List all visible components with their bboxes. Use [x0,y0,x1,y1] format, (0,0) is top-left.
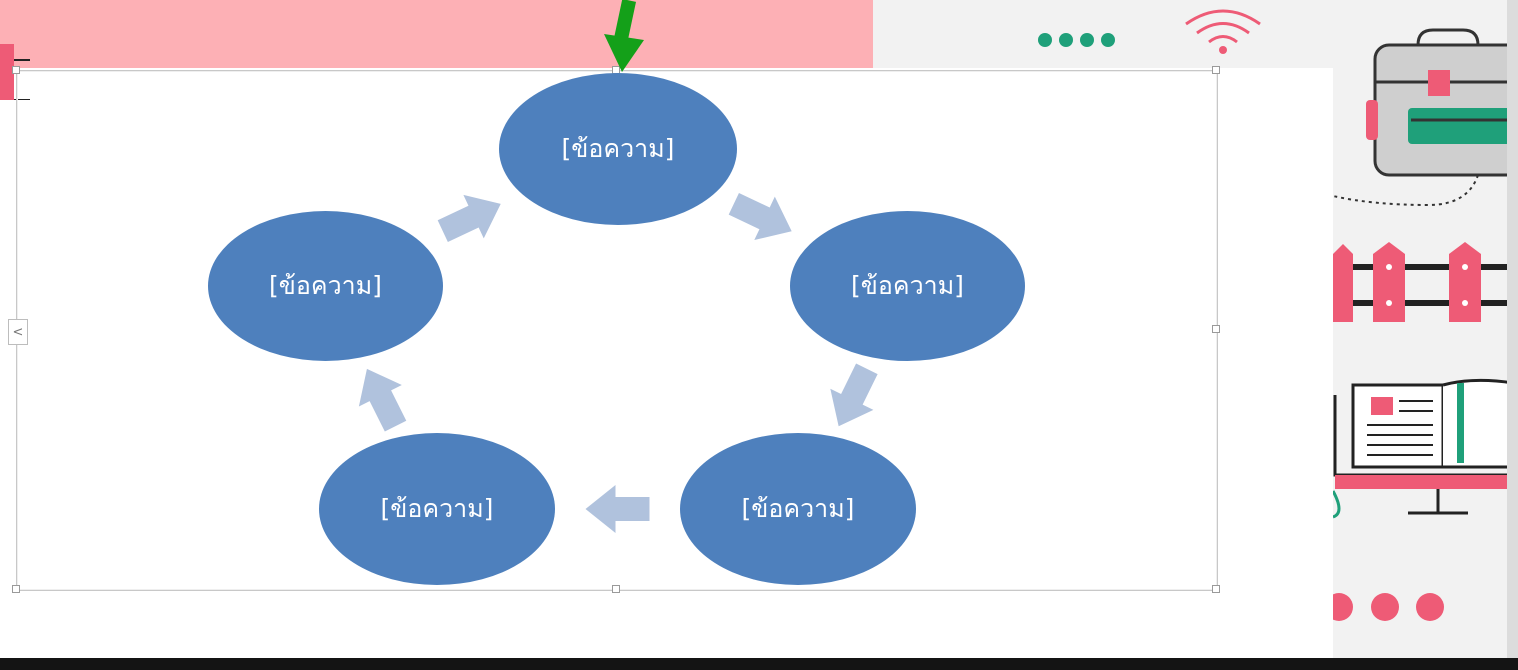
resize-handle-bottom[interactable] [612,585,620,593]
cycle-node-4-label: [ข้อความ] [380,494,494,523]
resize-handle-right[interactable] [1212,325,1220,333]
cycle-node-5-label: [ข้อความ] [269,271,382,300]
wifi-icon [1185,9,1261,54]
resize-handle-top-left[interactable] [12,66,20,74]
pointer-arrow-icon [604,0,644,72]
resize-handle-top-right[interactable] [1212,66,1220,74]
cycle-node-3-label: [ข้อความ] [741,494,855,523]
decoration-panel [1333,0,1518,660]
fence-icon [1333,242,1513,322]
chevron-left-icon: < [12,324,24,340]
header-banner [0,0,873,68]
cycle-node-1-label: [ข้อความ] [561,134,675,163]
cycle-arrow-5 [437,194,501,242]
cycle-node-3[interactable]: [ข้อความ] [680,433,916,585]
cycle-node-4[interactable]: [ข้อความ] [319,433,555,585]
open-book-icon [1333,378,1515,519]
fence-icon [0,44,30,100]
cycle-node-2[interactable]: [ข้อความ] [790,211,1025,361]
three-dots-icon [1333,593,1444,621]
text-pane-toggle[interactable]: < [8,319,28,345]
resize-handle-bottom-left[interactable] [12,585,20,593]
backpack-icon [1333,28,1518,207]
cycle-arrow-3 [585,485,650,533]
resize-handle-bottom-right[interactable] [1212,585,1220,593]
window-edge [1507,0,1518,660]
cycle-arrow-1 [728,192,792,241]
cycle-arrow-2 [830,363,878,427]
cycle-node-1[interactable]: [ข้อความ] [499,73,737,225]
bottom-bar [0,658,1518,670]
cycle-node-2-label: [ข้อความ] [851,271,964,300]
cycle-node-5[interactable]: [ข้อความ] [208,211,443,361]
status-area [873,0,1333,70]
cycle-arrow-4 [358,368,407,432]
signal-dots-icon [1038,33,1115,47]
